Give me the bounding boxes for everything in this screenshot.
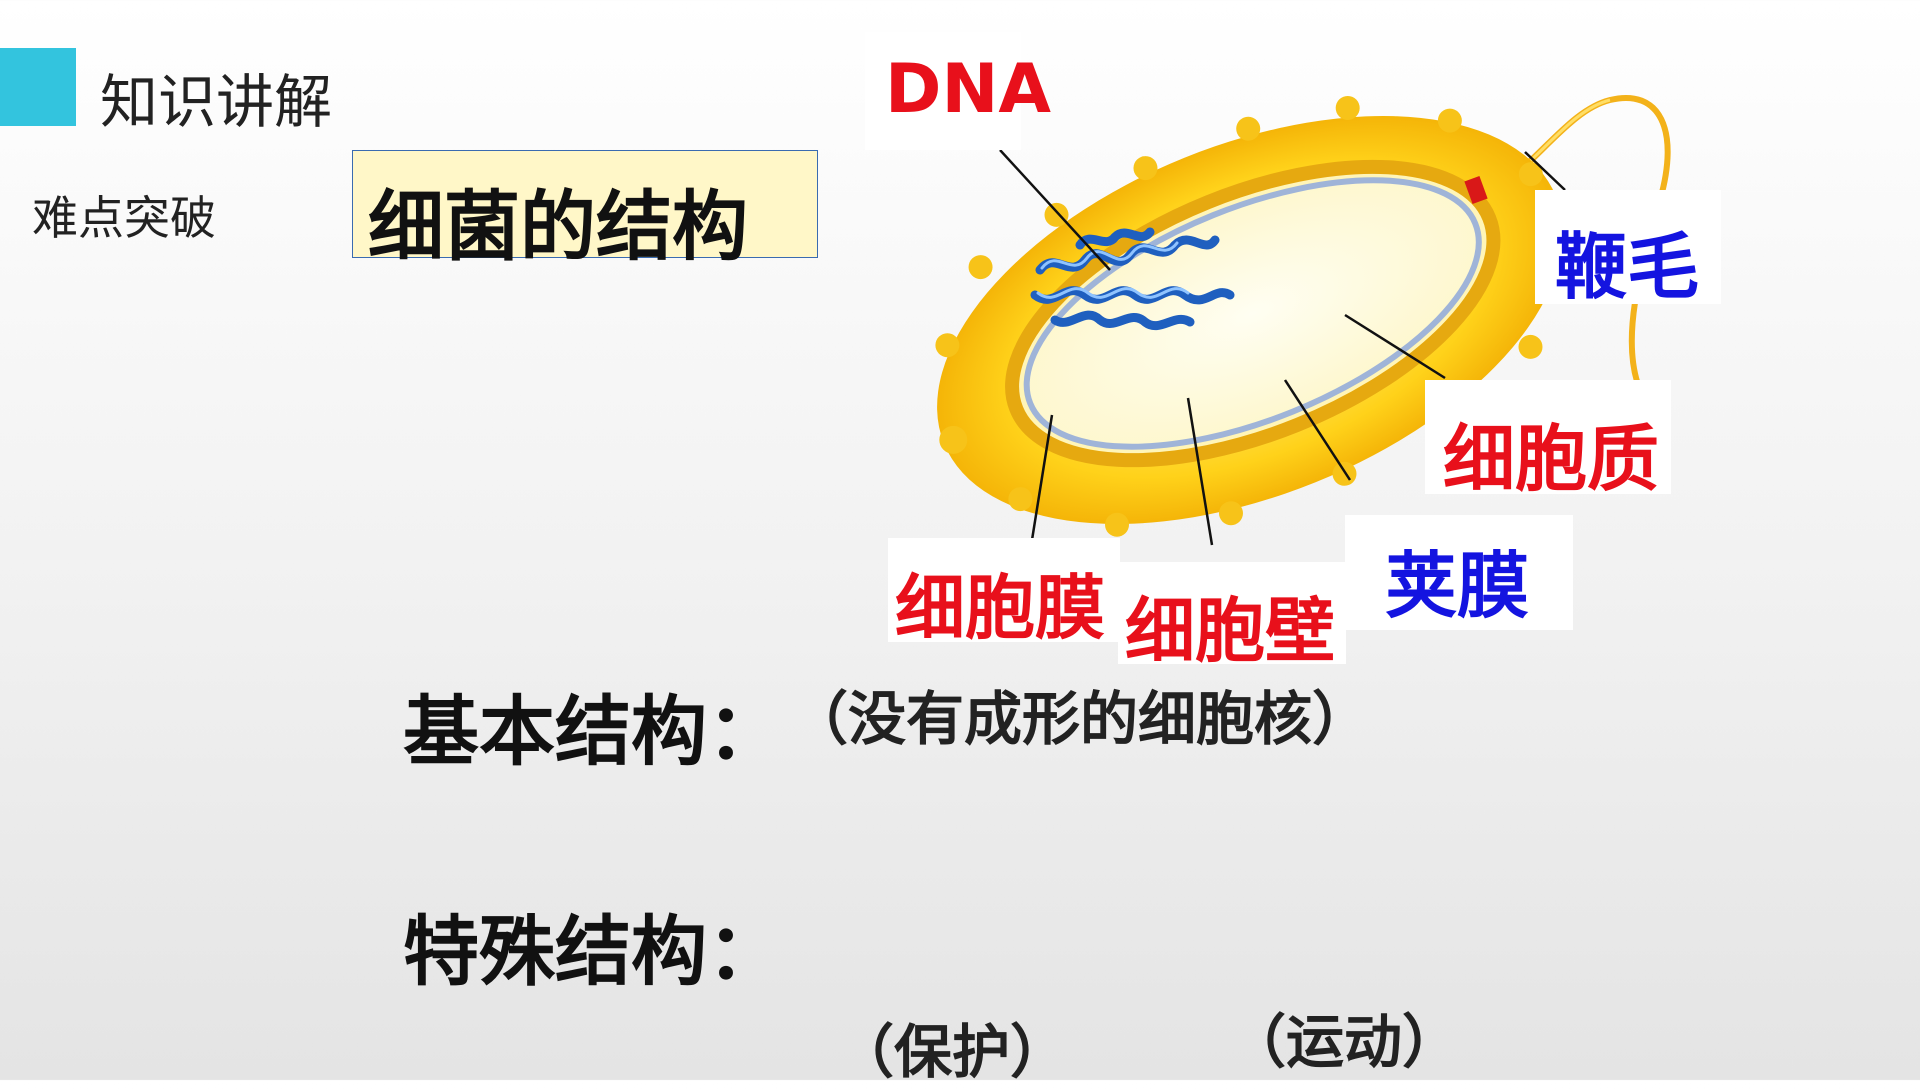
capsule-leader-line: [1283, 379, 1352, 481]
page-title: 知识讲解: [100, 68, 333, 136]
flagellum-base-marker: [1464, 175, 1488, 205]
cell-membrane-label: 细胞膜: [895, 567, 1105, 649]
diagram-heading: 细菌的结构: [368, 182, 748, 271]
special-structure-label: 特殊结构：: [403, 907, 783, 996]
flagellum-leader-line: [1524, 151, 1566, 191]
heading-box: [352, 150, 818, 258]
flagellum-label-bg: [1535, 190, 1721, 304]
basic-structure-label: 基本结构：: [403, 687, 783, 776]
cytoplasm-label: 细胞质: [1443, 417, 1660, 501]
dna-leader-line: [999, 149, 1111, 271]
dna-label: DNA: [885, 50, 1051, 129]
cell-membrane-leader-line: [1030, 414, 1054, 541]
page-subtitle: 难点突破: [32, 191, 216, 245]
motion-note: （运动）: [1228, 1008, 1461, 1076]
basic-structure-note: （没有成形的细胞核）: [790, 685, 1371, 753]
flagellum-label: 鞭毛: [1555, 225, 1700, 309]
cytoplasm-label-bg: [1425, 380, 1671, 494]
cell-wall-label-bg: [1118, 562, 1346, 664]
dna-highlight: [1036, 241, 1190, 299]
cytoplasm-leader-line: [1344, 313, 1446, 380]
protect-note: （保护）: [836, 1018, 1069, 1086]
cell-wall-leader-line: [1186, 397, 1214, 546]
capsule-label: 荚膜: [1385, 544, 1530, 628]
cell-wall-label: 细胞壁: [1125, 590, 1335, 672]
dna-label-bg: [865, 32, 1021, 150]
accent-block: [0, 48, 76, 126]
cell-membrane-label-bg: [888, 538, 1120, 642]
capsule-label-bg: [1345, 515, 1573, 630]
cell-membrane-shape: [1023, 177, 1482, 450]
